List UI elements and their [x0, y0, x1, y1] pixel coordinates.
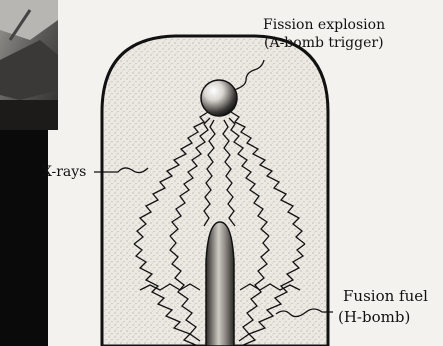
fission-label-line1: Fission explosion: [263, 17, 385, 33]
fusion-fuel-column: [206, 222, 234, 346]
left-dark-strip: [0, 125, 48, 346]
fission-ball: [201, 80, 237, 116]
fission-label-line2: (A-bomb trigger): [264, 35, 384, 51]
xrays-label: X-rays: [42, 164, 86, 180]
photo-inset: [0, 0, 58, 130]
fusion-label-line1: Fusion fuel: [343, 287, 428, 305]
fusion-label-line2: (H-bomb): [338, 308, 410, 326]
